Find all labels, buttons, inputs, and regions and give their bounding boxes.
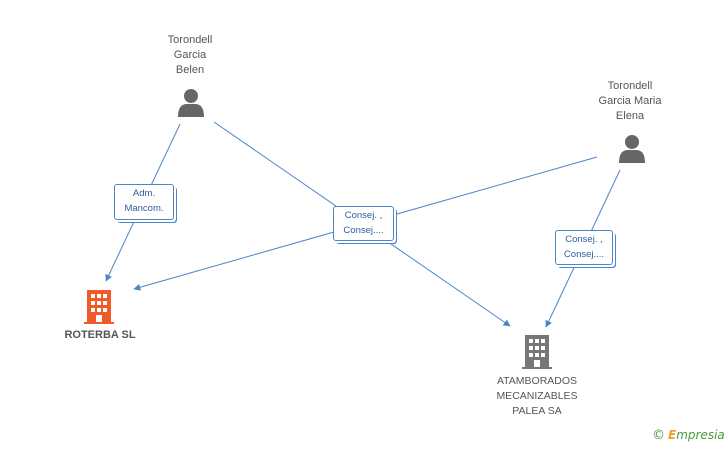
person-label-1-line-2: Garcia bbox=[173, 49, 207, 61]
person-label-2-line-1: Torondell bbox=[607, 80, 653, 92]
edge-label-2-line-1: Consej. , bbox=[344, 210, 383, 221]
edge-label-adm-mancom[interactable]: Adm. Mancom. bbox=[114, 184, 174, 220]
person-label-2-line-2: Garcia Maria bbox=[598, 95, 662, 107]
company-label-1: ROTERBA SL bbox=[45, 328, 155, 343]
person-label-1-line-3: Belen bbox=[175, 64, 205, 76]
edge-label-3-line-2: Consej.... bbox=[563, 249, 605, 260]
edge-label-consej-center[interactable]: Consej. , Consej.... bbox=[333, 206, 394, 241]
company-label-2: ATAMBORADOS MECANIZABLES PALEA SA bbox=[482, 374, 592, 419]
company-label-2-line-2: MECANIZABLES bbox=[496, 390, 578, 402]
person-label-1: Torondell Garcia Belen bbox=[140, 33, 240, 78]
building-icon[interactable] bbox=[522, 334, 552, 370]
brand-rest: mpresia bbox=[676, 428, 725, 442]
edge-label-1-line-2: Mancom. bbox=[124, 203, 164, 214]
copyright-icon: © bbox=[652, 428, 665, 443]
person-label-2: Torondell Garcia Maria Elena bbox=[580, 79, 680, 124]
edge-label-consej-right[interactable]: Consej. , Consej.... bbox=[555, 230, 613, 265]
brand-e: E bbox=[668, 428, 677, 442]
company-label-2-line-3: PALEA SA bbox=[512, 405, 562, 417]
person-label-2-line-3: Elena bbox=[615, 110, 645, 122]
empresia-logo: ©Empresia bbox=[652, 428, 725, 443]
edge-label-3-line-1: Consej. , bbox=[565, 234, 603, 245]
edge-label-2-line-2: Consej.... bbox=[343, 225, 384, 236]
building-icon[interactable] bbox=[84, 289, 114, 325]
person-icon[interactable] bbox=[618, 134, 646, 164]
edge-label-1-line-1: Adm. bbox=[132, 188, 156, 199]
person-label-1-line-1: Torondell bbox=[167, 34, 213, 46]
company-label-2-line-1: ATAMBORADOS bbox=[496, 375, 578, 387]
person-icon[interactable] bbox=[177, 88, 205, 118]
company-label-1-line-1: ROTERBA SL bbox=[64, 329, 136, 341]
